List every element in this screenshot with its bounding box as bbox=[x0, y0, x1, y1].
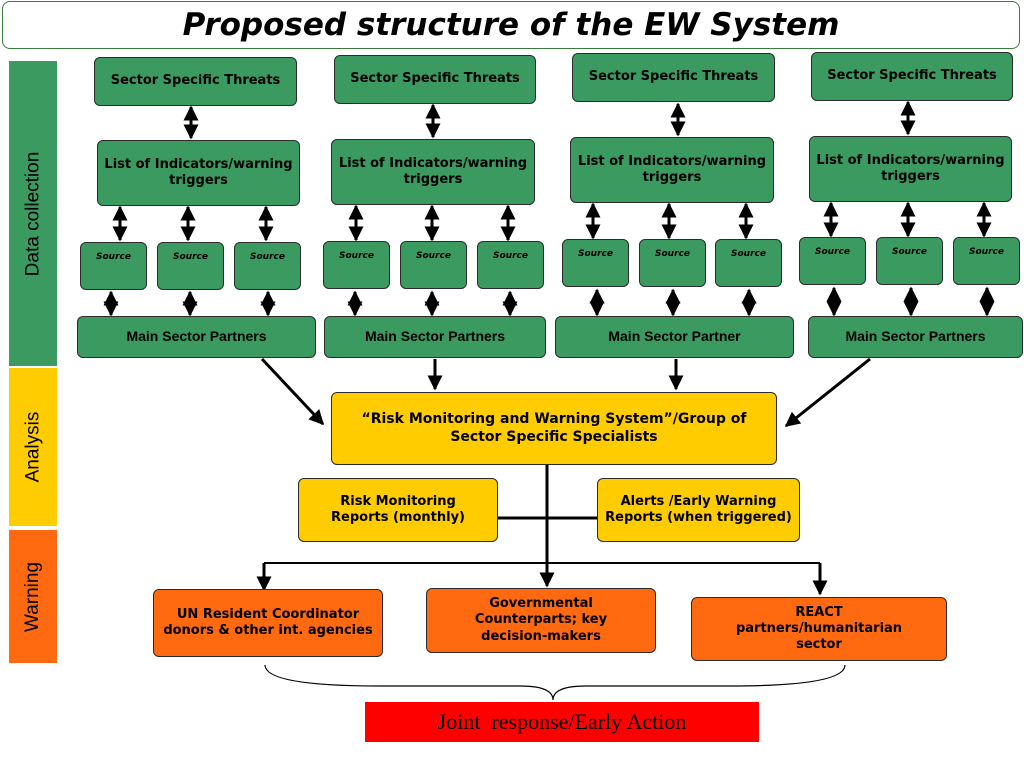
source-box-3b: Source bbox=[639, 239, 706, 287]
alerts-box: Alerts /Early Warning Reports (when trig… bbox=[597, 478, 800, 542]
threats-box-4: Sector Specific Threats bbox=[811, 52, 1013, 101]
partners-box-4: Main Sector Partners bbox=[808, 316, 1023, 358]
source-box-1b: Source bbox=[157, 242, 224, 290]
source-box-2c: Source bbox=[477, 241, 544, 289]
governmental-box: Governmental Counterparts; key decision-… bbox=[426, 588, 656, 653]
react-box: REACT partners/humanitarian sector bbox=[691, 597, 947, 661]
joint-response-box: Joint response/Early Action bbox=[365, 702, 759, 742]
risk-monitoring-reports-box: Risk Monitoring Reports (monthly) bbox=[298, 478, 498, 542]
source-box-3c: Source bbox=[715, 239, 782, 287]
source-box-2b: Source bbox=[400, 241, 467, 289]
arrow-partners1-rmws bbox=[260, 357, 325, 426]
source-box-2a: Source bbox=[323, 241, 390, 289]
rmws-box: “Risk Monitoring and Warning System”/Gro… bbox=[331, 392, 777, 465]
partners-box-1: Main Sector Partners bbox=[77, 316, 316, 358]
band-data-collection: Data collection bbox=[9, 61, 57, 366]
page-title: Proposed structure of the EW System bbox=[2, 1, 1020, 49]
curly-brace bbox=[264, 664, 846, 701]
indicators-box-4: List of Indicators/warning triggers bbox=[809, 136, 1012, 202]
source-box-4b: Source bbox=[876, 237, 943, 285]
band-analysis: Analysis bbox=[9, 368, 57, 526]
indicators-box-1: List of Indicators/warning triggers bbox=[97, 140, 300, 206]
partners-box-3: Main Sector Partner bbox=[555, 316, 794, 358]
indicators-box-3: List of Indicators/warning triggers bbox=[570, 137, 774, 203]
source-box-1c: Source bbox=[234, 242, 301, 290]
partners-box-2: Main Sector Partners bbox=[324, 316, 546, 358]
un-coordinator-box: UN Resident Coordinator donors & other i… bbox=[153, 589, 383, 657]
arrow-partners4-rmws bbox=[784, 357, 871, 428]
band-warning: Warning bbox=[9, 530, 57, 663]
source-box-1a: Source bbox=[80, 242, 147, 290]
source-box-3a: Source bbox=[562, 239, 629, 287]
source-box-4c: Source bbox=[953, 237, 1020, 285]
threats-box-1: Sector Specific Threats bbox=[94, 57, 297, 106]
indicators-box-2: List of Indicators/warning triggers bbox=[331, 139, 535, 205]
threats-box-3: Sector Specific Threats bbox=[572, 53, 775, 102]
threats-box-2: Sector Specific Threats bbox=[334, 55, 536, 104]
source-box-4a: Source bbox=[799, 237, 866, 285]
